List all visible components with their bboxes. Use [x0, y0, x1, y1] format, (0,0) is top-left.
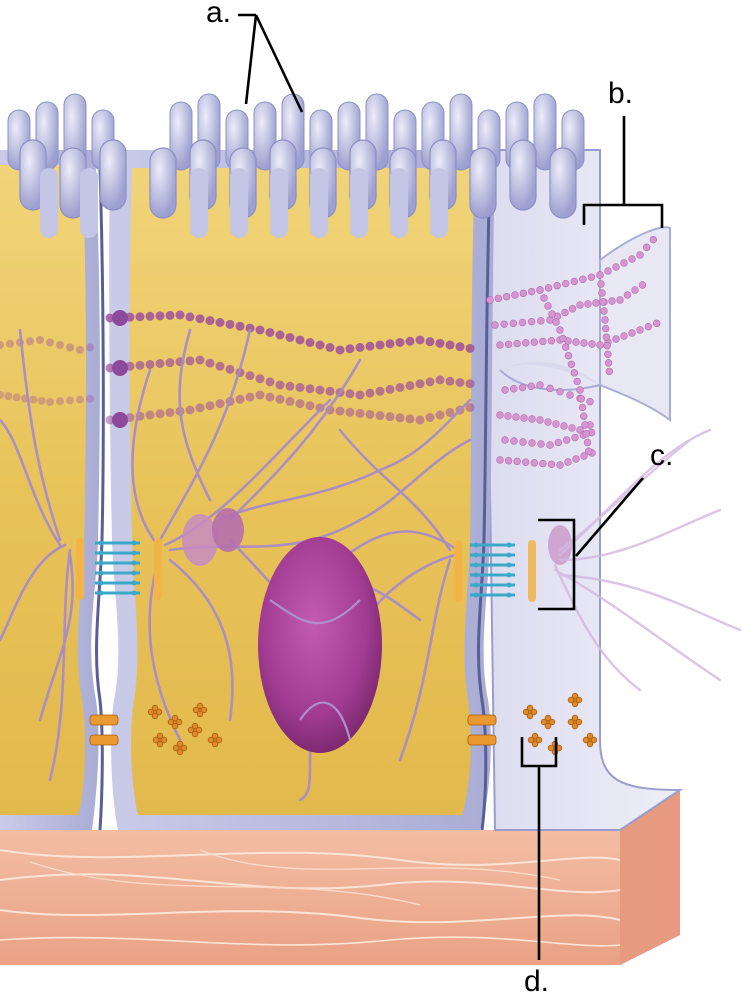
left-cell: [0, 150, 100, 830]
svg-text:a.: a.: [206, 0, 231, 29]
label-d: d.: [520, 737, 558, 998]
tight-junction-icon: [0, 310, 475, 428]
connective-tissue: [0, 790, 680, 965]
label-a: a.: [206, 0, 304, 113]
nucleus-icon: [258, 537, 382, 753]
label-b: b.: [582, 77, 664, 228]
svg-text:c.: c.: [650, 439, 673, 472]
membrane-flap: [486, 226, 671, 469]
desmosome-icon: [76, 508, 572, 602]
microvilli-icon: [7, 93, 585, 238]
svg-text:b.: b.: [608, 77, 633, 110]
intermediate-filaments-icon: [0, 328, 472, 802]
label-c: c.: [538, 439, 673, 611]
svg-text:d.: d.: [524, 965, 549, 998]
